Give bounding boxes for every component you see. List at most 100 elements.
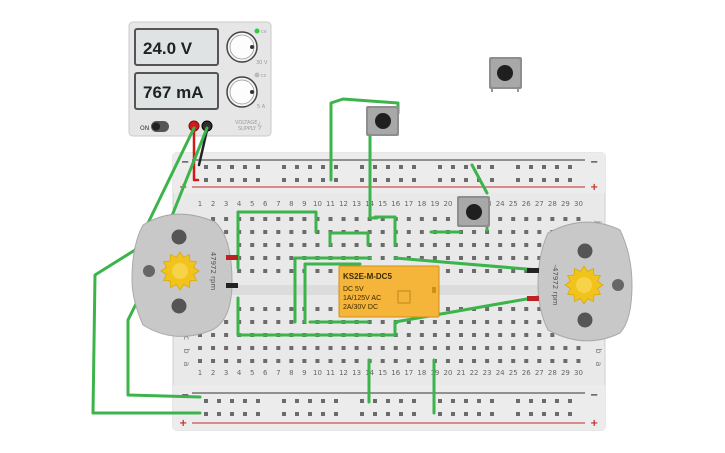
breadboard-hole[interactable] [354,346,359,350]
breadboard-hole[interactable] [498,269,503,273]
breadboard-hole[interactable] [211,333,216,337]
rail-hole[interactable] [386,399,390,403]
breadboard-hole[interactable] [459,256,463,260]
rail-hole[interactable] [399,178,403,182]
breadboard-hole[interactable] [498,243,503,247]
breadboard-hole[interactable] [537,333,542,337]
breadboard-hole[interactable] [289,359,294,363]
breadboard-hole[interactable] [224,333,229,337]
breadboard-hole[interactable] [445,217,450,221]
breadboard-hole[interactable] [328,217,333,221]
rail-hole[interactable] [243,165,247,169]
breadboard-hole[interactable] [263,269,268,273]
breadboard-hole[interactable] [237,359,242,363]
wires[interactable] [91,97,540,415]
rail-hole[interactable] [516,399,520,403]
breadboard-hole[interactable] [445,269,450,273]
breadboard-hole[interactable] [485,230,490,234]
breadboard-hole[interactable] [550,359,555,363]
breadboard-hole[interactable] [315,307,320,311]
breadboard-hole[interactable] [524,359,529,363]
breadboard-hole[interactable] [445,359,450,363]
breadboard-hole[interactable] [250,320,255,324]
rail-hole[interactable] [542,412,546,416]
rail-hole[interactable] [321,412,325,416]
wire-red-psu[interactable] [192,128,200,182]
breadboard-hole[interactable] [250,217,255,221]
rail-hole[interactable] [386,178,390,182]
breadboard-hole[interactable] [315,359,320,363]
breadboard-hole[interactable] [341,359,346,363]
breadboard-hole[interactable] [550,333,555,337]
breadboard-hole[interactable] [472,320,477,324]
rail-hole[interactable] [516,412,520,416]
rail-hole[interactable] [464,165,468,169]
breadboard-hole[interactable] [498,307,503,311]
breadboard-hole[interactable] [419,359,424,363]
breadboard-hole[interactable] [380,217,385,221]
breadboard-hole[interactable] [250,230,255,234]
breadboard-hole[interactable] [432,320,437,324]
power-supply[interactable]: 24.0 V 767 mA cv 30 V cc 5 A ON VOLTAGE … [128,21,272,137]
breadboard-hole[interactable] [511,230,516,234]
breadboard-hole[interactable] [237,346,242,350]
rail-hole[interactable] [464,412,468,416]
breadboard-hole[interactable] [524,230,529,234]
breadboard-hole[interactable] [550,217,555,221]
breadboard-hole[interactable] [250,243,255,247]
rail-hole[interactable] [334,399,338,403]
breadboard-hole[interactable] [198,359,202,363]
rail-hole[interactable] [230,399,234,403]
breadboard-hole[interactable] [276,320,281,324]
rail-hole[interactable] [373,412,377,416]
rail-hole[interactable] [204,165,208,169]
breadboard-hole[interactable] [276,217,281,221]
rail-hole[interactable] [399,412,403,416]
rail-hole[interactable] [516,165,520,169]
rail-hole[interactable] [308,165,312,169]
breadboard-hole[interactable] [445,333,450,337]
breadboard-hole[interactable] [563,217,568,221]
breadboard-hole[interactable] [406,217,411,221]
rail-hole[interactable] [373,178,377,182]
breadboard-hole[interactable] [393,359,398,363]
breadboard-hole[interactable] [445,346,450,350]
breadboard-hole[interactable] [263,256,268,260]
rail-hole[interactable] [438,399,442,403]
breadboard-hole[interactable] [485,359,490,363]
breadboard-hole[interactable] [289,320,294,324]
rail-hole[interactable] [204,399,208,403]
rail-hole[interactable] [555,399,559,403]
breadboard-hole[interactable] [406,230,411,234]
breadboard-hole[interactable] [328,359,333,363]
breadboard-hole[interactable] [511,269,516,273]
breadboard-hole[interactable] [276,359,281,363]
rail-hole[interactable] [360,165,364,169]
breadboard-hole[interactable] [485,346,490,350]
rail-hole[interactable] [490,165,494,169]
breadboard-hole[interactable] [498,217,503,221]
breadboard-hole[interactable] [289,217,294,221]
rail-hole[interactable] [295,178,299,182]
breadboard-hole[interactable] [380,346,385,350]
wire-left-top-loop[interactable] [236,210,318,270]
rail-hole[interactable] [542,399,546,403]
rail-hole[interactable] [451,399,455,403]
breadboard-hole[interactable] [224,320,229,324]
breadboard-hole[interactable] [406,333,411,337]
rail-hole[interactable] [295,412,299,416]
rail-hole[interactable] [256,399,260,403]
breadboard-hole[interactable] [224,359,229,363]
breadboard-hole[interactable] [263,320,268,324]
breadboard-hole[interactable] [563,346,568,350]
breadboard-hole[interactable] [432,217,437,221]
rail-hole[interactable] [360,178,364,182]
rail-hole[interactable] [516,178,520,182]
rail-hole[interactable] [529,178,533,182]
breadboard-hole[interactable] [511,307,516,311]
breadboard-hole[interactable] [224,230,229,234]
rail-hole[interactable] [399,165,403,169]
breadboard-hole[interactable] [302,217,307,221]
rail-hole[interactable] [282,165,286,169]
